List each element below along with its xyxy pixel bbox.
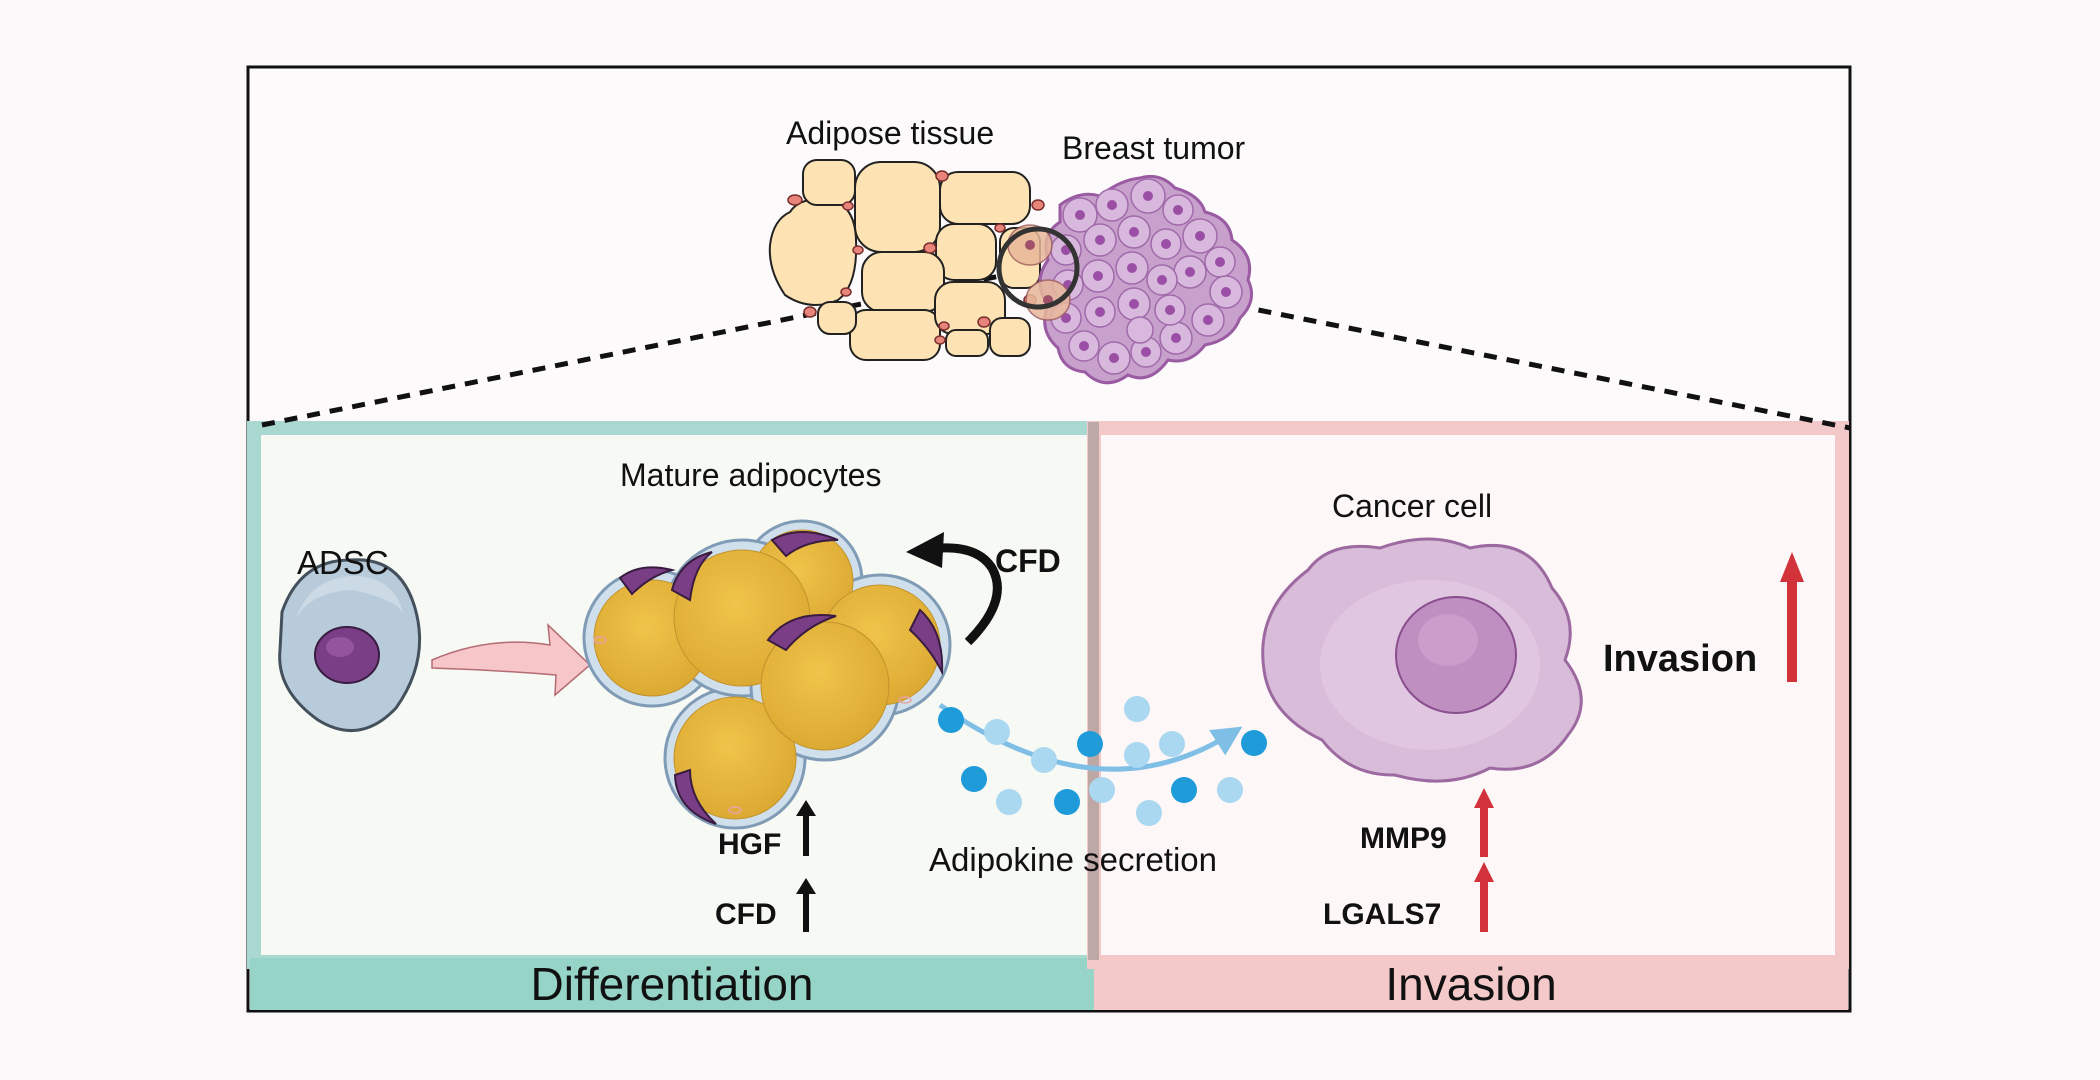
mmp9-label: MMP9 [1360,822,1447,855]
zoom-line-right [1077,271,1851,431]
cancer-cell [1261,537,1583,783]
lgals7-up-arrow [1474,862,1494,932]
zoom-circle [996,226,1080,310]
hgf-up-arrow [796,800,816,856]
mature-adipocytes-label: Mature adipocytes [620,457,882,493]
adipose-tissue-label: Adipose tissue [786,115,995,151]
hgf-label: HGF [718,828,782,861]
differentiation-band [250,958,1094,1010]
mmp9-up-arrow [1474,788,1494,857]
cfd-autocrine-arrow [906,532,1002,646]
invasion-up-arrow [1780,552,1804,682]
lgals7-label: LGALS7 [1323,898,1442,931]
mature-adipocytes-cluster [582,519,952,830]
cfd-loop-label: CFD [995,543,1061,579]
cancer-cell-label: Cancer cell [1332,488,1493,524]
panel-divider [1088,422,1099,960]
cfd-up-arrow [796,878,816,932]
breast-tumor-label: Breast tumor [1062,130,1246,166]
invasion-band [1094,958,1848,1010]
cfd-label: CFD [715,898,777,931]
invasion-label: Invasion [1603,638,1758,680]
invasion-band-label: Invasion [1385,958,1557,1010]
adsc-label: ADSC [297,544,389,581]
adipokine-secretion-label: Adipokine secretion [929,841,1218,878]
adsc-cell [278,558,422,733]
adipokine-secretion-graphic [938,696,1267,826]
differentiation-band-label: Differentiation [530,958,814,1010]
differentiation-arrow [431,623,592,697]
